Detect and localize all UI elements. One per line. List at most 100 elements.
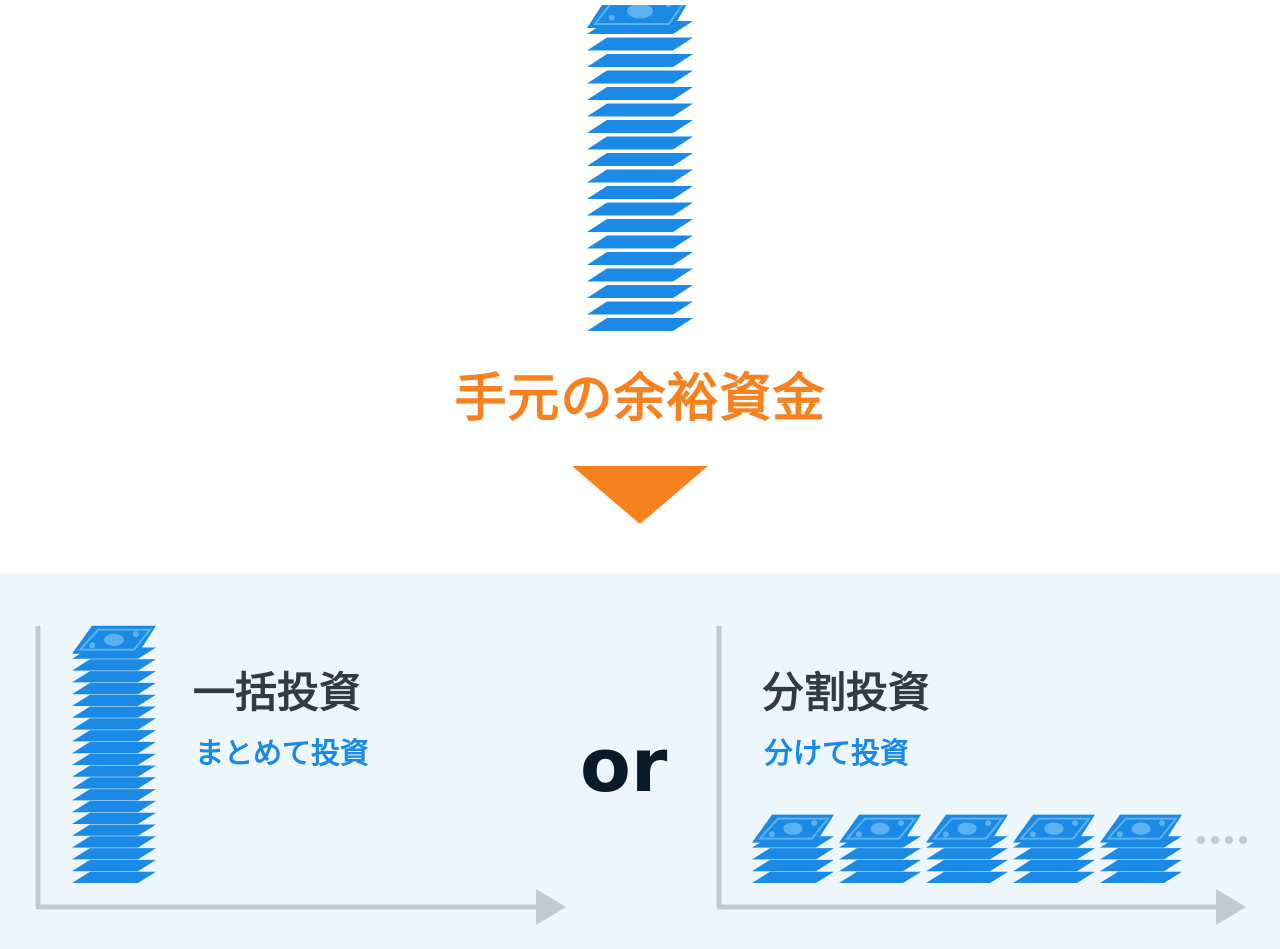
banknote-dot bbox=[985, 820, 992, 826]
comparison-panel: 一括投資 まとめて投資 or 分割投資 分けて投資 bbox=[0, 573, 1280, 949]
or-label: or bbox=[580, 723, 668, 809]
lump-sum-title: 一括投資 bbox=[193, 668, 362, 717]
banknote-emblem bbox=[1044, 822, 1064, 835]
banknote-dot bbox=[1029, 831, 1036, 838]
banknote-sheet bbox=[72, 706, 156, 718]
banknote-sheet bbox=[587, 37, 693, 51]
banknote-border bbox=[1105, 817, 1179, 840]
banknote-sheet bbox=[926, 871, 1008, 883]
banknote-sheet bbox=[587, 103, 693, 117]
banknote-stack-icon bbox=[72, 625, 156, 883]
ellipsis-icon bbox=[1197, 836, 1247, 844]
banknote-sheet bbox=[839, 859, 921, 872]
page-title: 手元の余裕資金 bbox=[454, 369, 826, 429]
banknote-sheet bbox=[72, 859, 156, 872]
banknote-sheet bbox=[752, 871, 834, 883]
banknote-sheet bbox=[587, 219, 693, 232]
banknote-sheet bbox=[587, 186, 693, 199]
banknote-sheet bbox=[587, 235, 693, 249]
banknote-sheet bbox=[72, 836, 156, 848]
banknote-sheet bbox=[587, 202, 693, 216]
banknote-sheet bbox=[72, 777, 156, 789]
banknote-sheet bbox=[72, 682, 156, 695]
banknote-dot bbox=[1116, 831, 1123, 838]
split-subtitle: 分けて投資 bbox=[764, 736, 910, 770]
banknote-border bbox=[592, 5, 684, 25]
banknote-stack-icon bbox=[1100, 814, 1182, 883]
banknote-dot bbox=[898, 820, 905, 826]
banknote-sheet bbox=[72, 741, 156, 754]
banknote-sheet bbox=[587, 136, 693, 150]
banknote-dot bbox=[665, 5, 672, 8]
banknote-sheet bbox=[72, 800, 156, 813]
banknote-sheet bbox=[1100, 871, 1182, 883]
lump-sum-axes bbox=[35, 626, 566, 925]
banknote-sheet bbox=[72, 730, 156, 742]
banknote-dot bbox=[89, 642, 96, 649]
banknote-border bbox=[931, 817, 1005, 840]
split-axes bbox=[716, 626, 1246, 925]
banknote-sheet bbox=[1013, 871, 1095, 883]
banknote-sheet bbox=[587, 153, 693, 166]
banknote-sheet bbox=[72, 753, 156, 765]
banknote-emblem bbox=[957, 822, 977, 835]
banknote-sheet bbox=[72, 718, 156, 730]
banknote-sheet bbox=[72, 848, 156, 860]
banknote-sheet bbox=[839, 848, 921, 860]
banknote-sheet bbox=[72, 765, 156, 777]
banknote-sheet bbox=[587, 87, 693, 100]
banknote-emblem bbox=[783, 822, 803, 835]
lump-sum-subtitle: まとめて投資 bbox=[195, 736, 370, 770]
banknote-stack-row bbox=[752, 814, 1182, 883]
banknote-sheet bbox=[587, 120, 693, 133]
banknote-sheet bbox=[72, 871, 156, 883]
banknote-stack-icon bbox=[926, 814, 1008, 883]
banknote-sheet bbox=[926, 848, 1008, 860]
down-triangle-icon bbox=[572, 466, 708, 524]
banknote-sheet bbox=[72, 812, 156, 824]
banknote-dot bbox=[811, 820, 818, 826]
banknote-dot bbox=[942, 831, 949, 838]
banknote-emblem bbox=[1131, 822, 1151, 835]
banknote-sheet bbox=[72, 789, 156, 801]
banknote-border bbox=[757, 817, 831, 840]
banknote-dot bbox=[855, 831, 862, 838]
banknote-dot bbox=[1072, 820, 1079, 826]
banknote-dot bbox=[1159, 820, 1166, 826]
banknote-sheet bbox=[1013, 848, 1095, 860]
banknote-sheet bbox=[839, 871, 921, 883]
banknote-border bbox=[77, 628, 153, 651]
banknote-dot bbox=[132, 631, 139, 638]
banknote-sheet bbox=[1100, 859, 1182, 872]
banknote-stack-icon bbox=[839, 814, 921, 883]
banknote-sheet bbox=[587, 54, 693, 67]
split-title: 分割投資 bbox=[762, 668, 931, 717]
banknote-sheet bbox=[1100, 848, 1182, 860]
banknote-sheet bbox=[72, 671, 156, 683]
banknote-sheet bbox=[72, 694, 156, 706]
banknote-border bbox=[1018, 817, 1092, 840]
banknote-sheet bbox=[587, 268, 693, 282]
banknote-sheet bbox=[587, 301, 693, 315]
banknote-sheet bbox=[752, 859, 834, 872]
banknote-stack-icon bbox=[752, 814, 834, 883]
banknote-emblem bbox=[870, 822, 890, 835]
banknote-stack-icon bbox=[1013, 814, 1095, 883]
banknote-border bbox=[844, 817, 918, 840]
banknote-sheet bbox=[587, 70, 693, 84]
banknote-emblem bbox=[627, 5, 653, 19]
banknote-sheet bbox=[72, 824, 156, 836]
banknote-sheet bbox=[587, 252, 693, 265]
banknote-stack-icon bbox=[587, 5, 693, 331]
banknote-sheet bbox=[587, 318, 693, 331]
banknote-dot bbox=[608, 14, 615, 21]
banknote-sheet bbox=[587, 169, 693, 183]
banknote-sheet bbox=[1013, 859, 1095, 872]
banknote-sheet bbox=[752, 848, 834, 860]
banknote-dot bbox=[768, 831, 775, 838]
banknote-emblem bbox=[104, 633, 124, 646]
banknote-sheet bbox=[587, 285, 693, 298]
banknote-sheet bbox=[926, 859, 1008, 872]
banknote-sheet bbox=[72, 659, 156, 671]
comparison-graphics bbox=[35, 625, 1246, 925]
